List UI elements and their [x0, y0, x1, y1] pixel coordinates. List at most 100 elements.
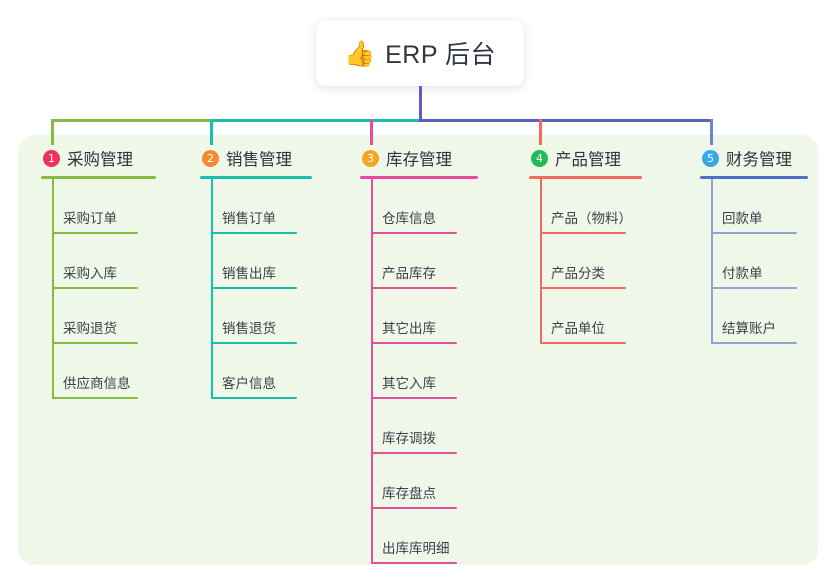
column-badge-5: 5: [702, 149, 719, 167]
leaf-label: 采购订单: [63, 211, 117, 226]
leaf-node[interactable]: 出库库明细: [360, 509, 478, 564]
column-rule-2: [200, 176, 312, 179]
leaf-label: 采购退货: [63, 321, 117, 336]
leaf-rule: [52, 342, 138, 344]
leaf-label: 销售退货: [222, 321, 276, 336]
branch-column-2: 2 销售管理销售订单销售出库销售退货客户信息: [200, 145, 312, 399]
leaf-label: 采购入库: [63, 266, 117, 281]
column-badge-4: 4: [531, 149, 548, 167]
column-items-3: 仓库信息产品库存其它出库其它入库库存调拨库存盘点出库库明细: [360, 179, 478, 564]
leaf-node[interactable]: 产品库存: [360, 234, 478, 289]
branch-column-3: 3 库存管理仓库信息产品库存其它出库其它入库库存调拨库存盘点出库库明细: [360, 145, 478, 564]
leaf-label: 其它出库: [382, 321, 436, 336]
bus-segment-3: [419, 119, 713, 122]
leaf-label: 产品单位: [551, 321, 605, 336]
leaf-label: 仓库信息: [382, 211, 436, 226]
column-items-1: 采购订单采购入库采购退货供应商信息: [41, 179, 156, 399]
leaf-node[interactable]: 产品分类: [529, 234, 642, 289]
column-spine-1: [52, 179, 54, 399]
leaf-rule: [211, 232, 297, 234]
thumbs-up-icon: 👍: [343, 38, 376, 68]
column-title-3: 库存管理: [386, 151, 452, 169]
bus-segment-2: [211, 119, 422, 122]
leaf-label: 销售出库: [222, 266, 276, 281]
leaf-rule: [52, 232, 138, 234]
leaf-node[interactable]: 客户信息: [200, 344, 312, 399]
leaf-label: 库存调拨: [382, 431, 436, 446]
leaf-rule: [540, 342, 626, 344]
column-rule-1: [41, 176, 156, 179]
leaf-rule: [211, 342, 297, 344]
leaf-node[interactable]: 回款单: [700, 179, 808, 234]
leaf-node[interactable]: 库存调拨: [360, 399, 478, 454]
leaf-rule: [52, 397, 138, 399]
leaf-rule: [211, 397, 297, 399]
leaf-label: 付款单: [722, 266, 763, 281]
leaf-label: 出库库明细: [382, 541, 450, 556]
column-badge-2: 2: [202, 149, 219, 167]
leaf-node[interactable]: 供应商信息: [41, 344, 156, 399]
root-stem-line: [419, 86, 422, 122]
leaf-rule: [371, 397, 457, 399]
branch-column-5: 5 财务管理回款单付款单结算账户: [700, 145, 808, 344]
leaf-node[interactable]: 结算账户: [700, 289, 808, 344]
leaf-rule: [540, 287, 626, 289]
column-stem-4: [539, 119, 542, 145]
leaf-node[interactable]: 其它入库: [360, 344, 478, 399]
column-stem-2: [210, 119, 213, 145]
leaf-label: 其它入库: [382, 376, 436, 391]
column-stem-3: [370, 119, 373, 145]
column-stem-5: [710, 119, 713, 145]
leaf-node[interactable]: 采购入库: [41, 234, 156, 289]
leaf-label: 回款单: [722, 211, 763, 226]
column-header-2[interactable]: 2 销售管理: [200, 145, 312, 171]
leaf-node[interactable]: 销售退货: [200, 289, 312, 344]
leaf-rule: [211, 287, 297, 289]
column-title-5: 财务管理: [726, 151, 792, 169]
leaf-label: 产品分类: [551, 266, 605, 281]
leaf-node[interactable]: 产品单位: [529, 289, 642, 344]
column-stem-1: [51, 119, 54, 145]
column-header-5[interactable]: 5 财务管理: [700, 145, 808, 171]
leaf-rule: [371, 507, 457, 509]
leaf-rule: [540, 232, 626, 234]
leaf-rule: [371, 232, 457, 234]
root-node[interactable]: 👍 ERP 后台: [316, 20, 524, 86]
column-spine-4: [540, 179, 542, 344]
column-rule-3: [360, 176, 478, 179]
leaf-rule: [52, 287, 138, 289]
column-spine-3: [371, 179, 373, 564]
leaf-label: 产品库存: [382, 266, 436, 281]
leaf-rule: [371, 287, 457, 289]
column-badge-1: 1: [43, 149, 60, 167]
leaf-rule: [711, 287, 797, 289]
leaf-node[interactable]: 仓库信息: [360, 179, 478, 234]
leaf-node[interactable]: 采购退货: [41, 289, 156, 344]
leaf-node[interactable]: 销售出库: [200, 234, 312, 289]
leaf-node[interactable]: 其它出库: [360, 289, 478, 344]
column-items-2: 销售订单销售出库销售退货客户信息: [200, 179, 312, 399]
column-spine-2: [211, 179, 213, 399]
leaf-rule: [711, 232, 797, 234]
leaf-rule: [371, 562, 457, 564]
column-items-4: 产品（物料） 产品分类产品单位: [529, 179, 642, 344]
leaf-label: 产品（物料）: [551, 211, 632, 226]
column-header-3[interactable]: 3 库存管理: [360, 145, 478, 171]
leaf-label: 供应商信息: [63, 376, 131, 391]
leaf-node[interactable]: 销售订单: [200, 179, 312, 234]
root-title: ERP 后台: [385, 41, 497, 69]
leaf-label: 结算账户: [722, 321, 776, 336]
leaf-node[interactable]: 库存盘点: [360, 454, 478, 509]
column-title-2: 销售管理: [226, 151, 292, 169]
leaf-node[interactable]: 产品（物料）: [529, 179, 642, 234]
leaf-rule: [371, 452, 457, 454]
leaf-node[interactable]: 采购订单: [41, 179, 156, 234]
leaf-label: 库存盘点: [382, 486, 436, 501]
leaf-node[interactable]: 付款单: [700, 234, 808, 289]
leaf-label: 客户信息: [222, 376, 276, 391]
column-badge-3: 3: [362, 149, 379, 167]
